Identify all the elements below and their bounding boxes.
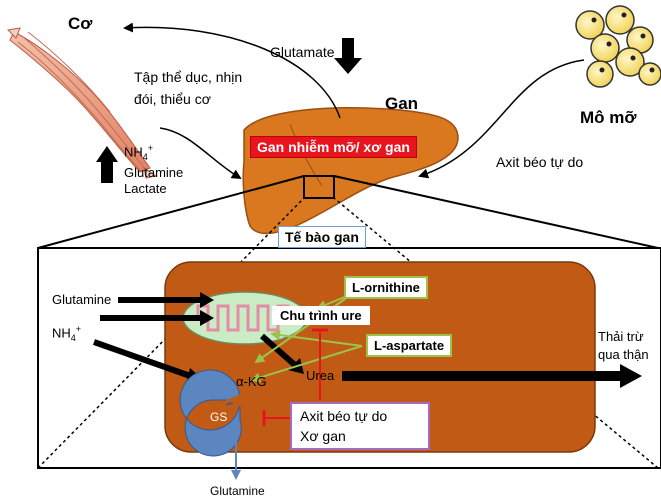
inhibitor-box: Axit béo tự do Xơ gan [290,402,430,450]
glutamine-out-label: Glutamine [210,484,265,498]
l-aspartate-box: L-aspartate [366,334,452,357]
exercise-label: Tập thể dục, nhịn đói, thiểu cơ [134,66,264,110]
muscle-output-lactate: Lactate [124,181,183,197]
liver-condition-badge: Gan nhiễm mỡ/ xơ gan [250,136,417,158]
urea-cycle-box: Chu trình ure [272,306,370,325]
muscle-output-glutamine: Glutamine [124,165,183,181]
liver-label: Gan [385,94,418,114]
muscle-output-nh4: NH4+ [124,140,183,165]
nh4-in-label: NH4+ [52,324,81,343]
adipose-label: Mô mỡ [580,108,636,128]
inhibitor-line-1: Axit béo tự do [300,406,420,426]
gs-label: GS [210,410,227,424]
liver-shape [243,108,458,234]
adipose-illustration [576,6,661,87]
glutamate-down-arrow [334,38,362,74]
muscle-output-list: NH4+ Glutamine Lactate [124,140,183,197]
glutamate-label: Glutamate [270,44,335,60]
glutamine-in-label: Glutamine [52,292,111,307]
free-fatty-acids-label: Axit béo tự do [496,154,583,170]
l-ornithine-box: L-ornithine [344,276,428,299]
inhibitor-line-2: Xơ gan [300,426,420,446]
alpha-kg-label: α-KG [236,374,267,389]
muscle-label: Cơ [68,14,92,34]
muscle-output-up-arrow [96,146,118,183]
urea-label: Urea [306,368,334,383]
thai-tru-label: Thải trừ qua thận [598,328,660,364]
hepatocyte-title: Tế bào gan [278,226,366,248]
